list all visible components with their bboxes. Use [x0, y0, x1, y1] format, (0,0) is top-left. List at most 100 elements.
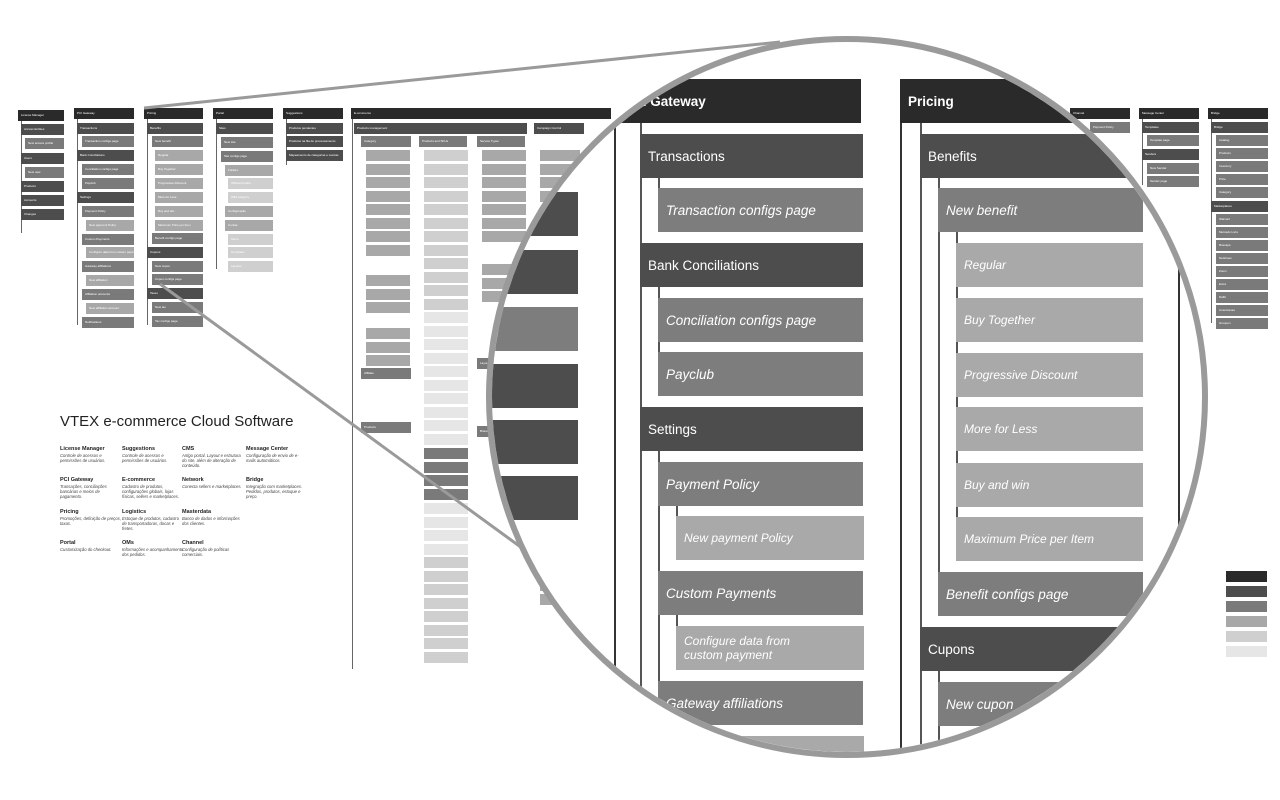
sitemap-node: Bridge: [1211, 122, 1268, 133]
zoom-buy-and-win: Buy and win: [956, 463, 1143, 507]
sitemap-node: Bridge: [1208, 108, 1268, 119]
sitemap-subnode: [424, 231, 468, 242]
sitemap-node: Transaction configs page: [82, 136, 134, 147]
sitemap-subnode: [366, 341, 410, 353]
sitemap-node: Accounts: [21, 195, 64, 206]
sitemap-subnode: [424, 530, 468, 541]
diagram-title: VTEX e-commerce Cloud Software: [60, 413, 294, 430]
sitemap-node: Mercado Livre: [1216, 227, 1268, 238]
sitemap-node: Zoom: [1216, 266, 1268, 277]
sitemap-subnode: [424, 258, 468, 269]
level-swatch-4: [1226, 631, 1267, 642]
sitemap-subnode: [366, 217, 410, 229]
sitemap-subnode: [482, 163, 526, 175]
sitemap-subnode: [424, 312, 468, 323]
sitemap-subnode: [424, 461, 468, 473]
sitemap-node: Configuração: [225, 206, 273, 217]
sitemap-node: Netshoes: [1216, 253, 1268, 264]
sitemap-node: Products: [21, 181, 64, 192]
sitemap-subnode: [424, 516, 468, 528]
module-desc: Customização do checkout.: [60, 547, 112, 552]
sitemap-node: Layouts: [228, 261, 273, 272]
sitemap-node: Templates: [1142, 122, 1199, 133]
sitemap-node: Marketplaces: [1211, 201, 1268, 212]
sitemap-node: Custom Payments: [82, 234, 134, 245]
sitemap-node: Users: [21, 153, 64, 164]
sitemap-node: Mapeamento de categorias e marcas: [286, 150, 343, 161]
zoom-gateway-affiliations: Gateway affiliations: [658, 681, 863, 725]
sitemap-node: Regular: [155, 150, 203, 161]
sitemap-subnode: [366, 150, 410, 161]
module-name: CMS: [182, 446, 195, 452]
sitemap-node: Benefit configs page: [152, 233, 203, 244]
sitemap-subnode: [424, 448, 468, 459]
sitemap-node: Walmart: [1216, 214, 1268, 225]
module-name: PCI Gateway: [60, 477, 94, 483]
sitemap-subnode: [424, 433, 468, 445]
sitemap-node: New access profile: [25, 138, 64, 149]
sitemap-node: Products and SKUs: [419, 136, 467, 147]
sitemap-subnode: [366, 302, 410, 313]
sitemap-node: Price: [1216, 174, 1268, 185]
zoom-new-cupon: New cupon: [938, 682, 1143, 726]
sitemap-node: Products: [1216, 148, 1268, 159]
sitemap-node: Payclub: [82, 178, 134, 189]
sitemap-subnode: [424, 271, 468, 283]
sitemap-node: Produtos na fila de processamento: [286, 136, 343, 147]
module-desc: Configuração de políticas comerciais.: [182, 547, 230, 558]
sitemap-node: New affiliation account: [86, 303, 134, 314]
sitemap-node: Catalog: [1216, 135, 1268, 146]
level-swatch-2: [1226, 601, 1267, 612]
sitemap-node: Gateway affiliations: [82, 261, 134, 272]
sitemap-node: Benefits: [147, 123, 203, 134]
sitemap-node: Sender page: [1147, 176, 1199, 187]
sitemap-node: Cupons: [147, 247, 203, 258]
sitemap-subnode: [424, 597, 468, 609]
module-desc: Controle de acessos e permissões de usuá…: [60, 453, 106, 464]
sitemap-subnode: [424, 352, 468, 364]
sitemap-node: PCI Gateway: [74, 108, 134, 119]
sitemap-node: Bank Conciliations: [77, 150, 134, 161]
module-desc: Controle de acessos e permissões de usuá…: [122, 453, 168, 464]
zoom-fragment: [492, 307, 578, 351]
sitemap-node: Site configs page: [221, 151, 273, 162]
sitemap-node: Templates: [228, 247, 273, 258]
level-swatch-0: [1226, 571, 1267, 582]
module-name: Suggestions: [122, 446, 156, 452]
sitemap-node: Groupon: [1216, 318, 1268, 329]
sitemap-node: Affiliate: [361, 368, 411, 379]
zoom-new-benefit: New benefit: [938, 188, 1143, 232]
sitemap-node: Buy Together: [155, 164, 203, 175]
zoom-lens: PCI Gateway Transactions Transaction con…: [486, 36, 1208, 758]
sitemap-subnode: [424, 570, 468, 582]
sitemap-node: Cupon configs page: [152, 274, 203, 285]
sitemap-node: Changes: [21, 209, 64, 220]
connector-line: [938, 178, 940, 616]
zoom-fragment: [492, 476, 578, 520]
zoom-pricing-header: Pricing: [900, 79, 1202, 123]
zoom-fragment: [492, 250, 578, 294]
sitemap-subnode: [366, 244, 410, 256]
sitemap-node: Wild category: [228, 192, 273, 203]
sitemap-node: License Manager: [18, 110, 64, 121]
zoom-bank-conciliations: Bank Conciliations: [640, 243, 863, 287]
sitemap-node: Category: [361, 136, 411, 147]
sitemap-node: Portal: [213, 108, 273, 119]
module-name: Logistics: [122, 509, 147, 515]
sitemap-node: E-commerce: [351, 108, 611, 119]
sitemap-subnode: [366, 190, 410, 202]
sitemap-subnode: [424, 393, 468, 404]
sitemap-subnode: [424, 624, 468, 636]
sitemap-node: More for Less: [155, 192, 203, 203]
sitemap-subnode: [424, 611, 468, 622]
sitemap-node: Payment Policy: [1090, 122, 1130, 133]
sitemap-subnode: [366, 355, 410, 366]
module-name: Portal: [60, 540, 76, 546]
sitemap-node: Americanas: [1216, 305, 1268, 316]
